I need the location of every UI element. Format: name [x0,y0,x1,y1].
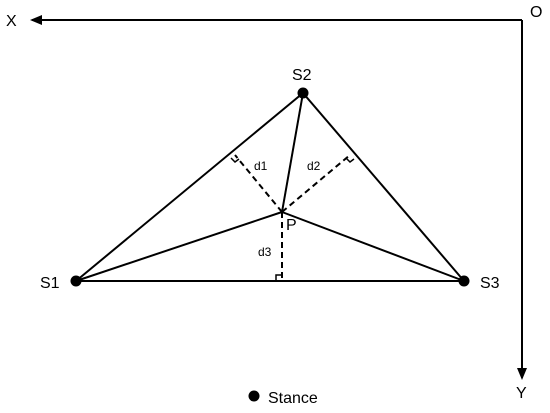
right-angle-marker-d1 [230,157,240,163]
label-s1: S1 [40,275,60,292]
label-p: P [286,217,297,234]
right-angle-marker-d3 [275,274,282,281]
line-p-s2 [281,92,304,213]
label-d2: d2 [307,159,321,173]
legend-dot [248,390,260,402]
stance-dot-s3 [458,275,470,287]
label-s2: S2 [292,67,312,84]
x-axis-label: X [6,13,17,30]
distance-line-d1 [234,154,283,213]
line-p-s1 [75,211,283,282]
edge-s2-s3 [302,92,465,282]
legend-label: Stance [268,390,318,407]
y-axis-label: Y [516,385,527,402]
origin-label: O [530,4,542,21]
label-d3: d3 [258,245,272,259]
right-angle-marker-d2 [345,157,355,163]
distance-line-d2 [281,154,351,213]
label-d1: d1 [254,159,268,173]
stance-dot-s2 [297,87,309,99]
stance-dot-s1 [70,275,82,287]
line-p-s3 [281,211,465,282]
edge-s1-s2 [75,92,304,282]
label-s3: S3 [480,275,500,292]
